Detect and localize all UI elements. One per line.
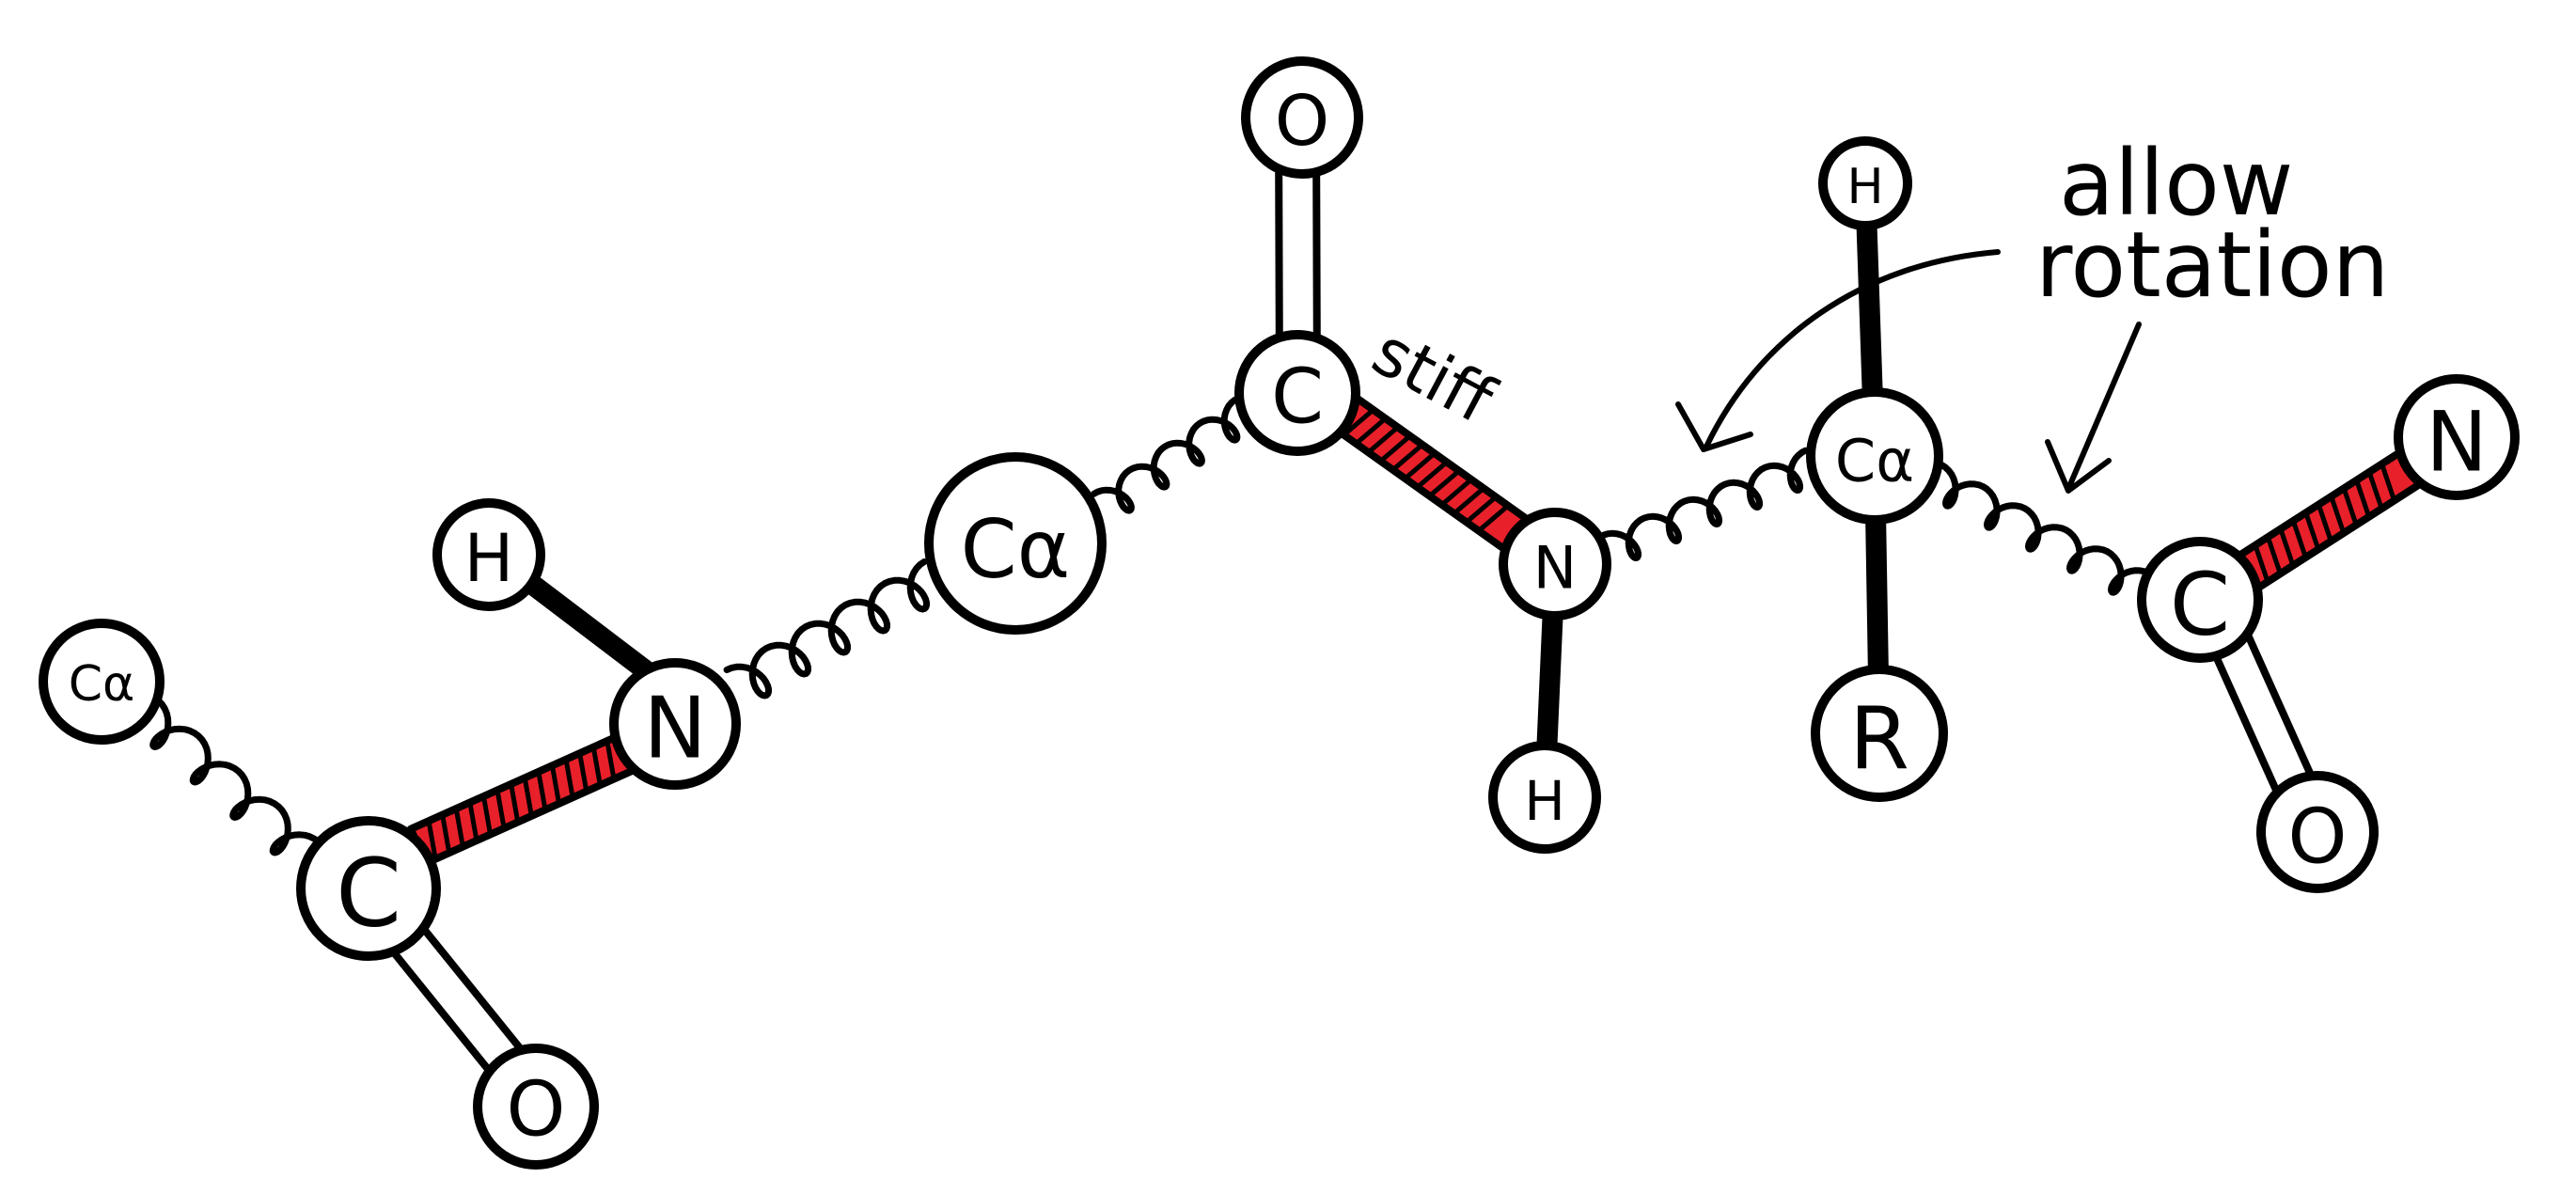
stiff-bond-hatch [1366, 424, 1401, 455]
atom-label: N [2426, 394, 2488, 491]
atom-label: C [1271, 353, 1324, 441]
atom-ca2: Cα [924, 452, 1107, 635]
atom-o2: O [1241, 56, 1363, 179]
atom-h1: H [432, 498, 545, 611]
spring-bond-ca2-c2 [1091, 396, 1241, 514]
stiff-bond-hatch [577, 750, 589, 794]
atom-label: Cα [69, 656, 135, 713]
stiff-bond-hatch [549, 762, 562, 807]
atom-r: R [1811, 665, 1948, 802]
spring-bond-ca1-c1 [149, 697, 322, 856]
atom-label: O [2288, 793, 2348, 881]
atom-ca3: Cα [1806, 387, 1943, 525]
stiff-bond-hatch [440, 812, 452, 856]
double-bonds [350, 114, 2333, 1101]
atom-label: H [1524, 769, 1565, 833]
stiff-bond-hatch [2253, 542, 2270, 585]
atom-n3: N [2394, 374, 2520, 500]
stiff-bond-hatch [2303, 510, 2321, 552]
stiff-bond-hatch [467, 800, 479, 843]
stiff-bond-hatch [2316, 502, 2333, 544]
stiff-bond-hatch [1427, 468, 1462, 499]
stiff-bond-hatch [1353, 416, 1389, 447]
stiff-bond-c3-n3 [2235, 448, 2426, 591]
stiff-bond-c1-n1 [406, 731, 640, 868]
atom-label: Cα [961, 503, 1071, 597]
atom-label: Cα [1835, 427, 1914, 495]
atom-label: O [507, 1066, 566, 1154]
atom-label: R [1849, 689, 1909, 790]
atom-h3: H [1818, 136, 1912, 230]
stiff-bond-hatch [2354, 478, 2372, 520]
stiff-bond-hatch [480, 793, 494, 838]
atom-label: H [1846, 159, 1883, 215]
spring-bond-n1-ca2 [723, 558, 930, 699]
stiff-bond-hatch [536, 769, 548, 812]
atom-label: O [1275, 81, 1329, 162]
stiff-bond-hatch [1464, 495, 1499, 525]
rotatable-bonds [149, 396, 2152, 856]
stiff-bond-hatch [563, 757, 575, 800]
atom-label: C [2170, 555, 2230, 655]
stiff-bond-hatch [2380, 461, 2397, 503]
stiff-bond-hatch [2290, 518, 2308, 560]
stiff-bond-hatch [1415, 460, 1450, 490]
stiff-bond-hatch [522, 775, 534, 819]
stiff-bond-hatch [1378, 433, 1413, 463]
allow-rotation-label-line2: rotation [2035, 212, 2389, 318]
stiff-bond-hatch [509, 781, 521, 825]
stiff-bond-hatch [426, 818, 438, 862]
stiff-bond-hatch [453, 806, 465, 850]
stiff-bond-hatch [2278, 526, 2296, 569]
atom-label: N [643, 680, 706, 778]
allow-rotation-label-line1: allow [2059, 131, 2293, 236]
stiff-bond-hatch [605, 738, 617, 782]
atom-n1: N [609, 658, 741, 790]
stiff-bond-c2-n2 [1331, 394, 1531, 554]
stiff-bond-hatch [1452, 485, 1486, 516]
stiff-bond-hatch [1390, 442, 1425, 473]
atom-ca1: Cα [39, 619, 165, 745]
stiff-bond-hatch [2366, 469, 2384, 511]
stiff-bond-fill [410, 734, 636, 864]
stiff-bond-hatch [2265, 534, 2283, 576]
stiff-bond-hatch [495, 787, 507, 831]
atom-o3: O [2256, 771, 2379, 893]
rotation-arrow-left [1675, 249, 2001, 452]
stiff-bond-hatch [2329, 494, 2347, 536]
spring-bond-ca3-c3 [1938, 462, 2152, 596]
stiff-bonds [406, 394, 2426, 868]
stiff-bond-hatch [1476, 503, 1511, 534]
atom-c3: C [2137, 537, 2263, 663]
atom-label: N [1533, 534, 1577, 603]
stiff-bond-hatch [1403, 450, 1437, 481]
atom-n2: N [1499, 508, 1611, 621]
atom-label: H [464, 520, 514, 597]
atom-c2: C [1234, 330, 1360, 456]
stiff-bond-hatch [1341, 407, 1376, 438]
stiff-bond-hatch [1439, 477, 1474, 508]
atom-c1: C [296, 816, 441, 961]
stiff-bond-hatch [590, 745, 603, 788]
stiff-bond-fill [2238, 451, 2422, 588]
atom-label: C [336, 839, 401, 949]
rotation-arrow-right [2045, 322, 2142, 494]
spring-bond-n2-ca3 [1600, 447, 1809, 561]
atom-o1: O [473, 1044, 599, 1170]
stiff-bond-hatch [2341, 485, 2359, 527]
atom-h2: H [1488, 741, 1601, 854]
